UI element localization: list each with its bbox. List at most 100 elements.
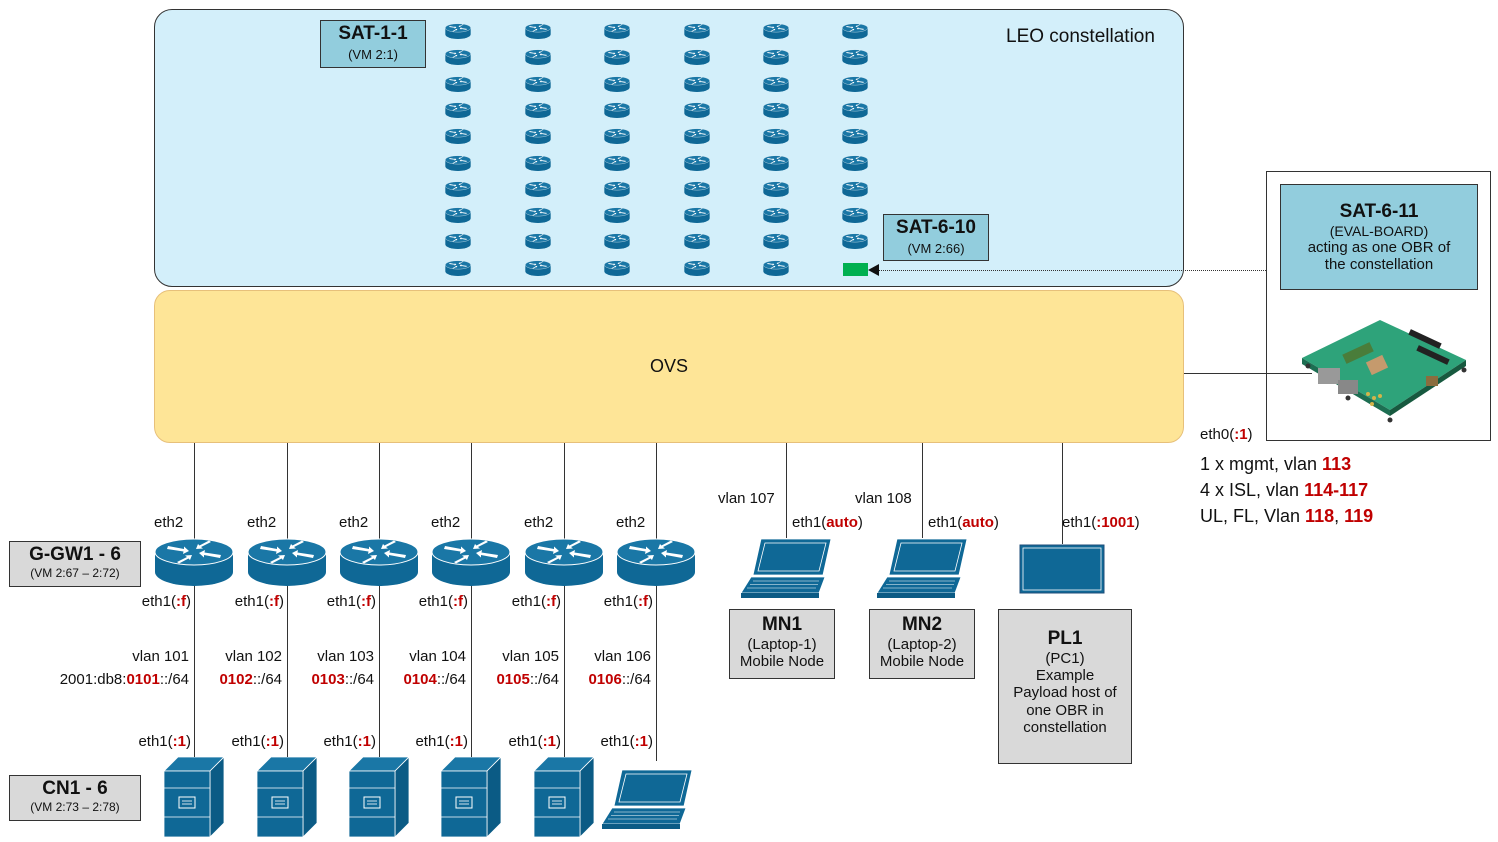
iface-value: :f <box>361 593 371 610</box>
sat-1-1-sub: (VM 2:1) <box>348 46 398 62</box>
satellite-router-icon <box>525 207 551 224</box>
sat-6-11-title: SAT-6-11 <box>1339 201 1419 222</box>
vlan-info-line: UL, FL, Vlan 118, 119 <box>1200 503 1373 529</box>
mn2-link <box>922 443 923 538</box>
mn2-desc: Mobile Node <box>879 653 965 671</box>
pl1-title: PL1 <box>1047 628 1083 649</box>
iface-prefix: eth1( <box>928 514 963 531</box>
ggw-eth1-label: eth1(:f) <box>235 593 284 610</box>
pl1-line: one OBR in <box>1026 701 1104 719</box>
satellite-router-icon <box>445 260 471 277</box>
ggw-group-sub: (VM 2:67 – 2:72) <box>30 565 120 580</box>
iface-prefix: eth1( <box>792 514 827 531</box>
pl1-link <box>1062 443 1063 544</box>
satellite-router-icon <box>604 233 630 250</box>
ggw-eth1-label: eth1(:f) <box>419 593 468 610</box>
iface-value: :1 <box>634 733 648 750</box>
sat-6-11-desc2: the constellation <box>1324 256 1434 274</box>
satellite-router-icon <box>763 23 789 40</box>
cn-group-sub: (VM 2:73 – 2:78) <box>30 799 120 814</box>
ggw-link <box>287 443 288 761</box>
ggw-link <box>194 443 195 761</box>
cn-group-box: CN1 - 6 (VM 2:73 – 2:78) <box>9 775 141 821</box>
satellite-router-icon <box>763 128 789 145</box>
ggw-eth1-label: eth1(:f) <box>327 593 376 610</box>
satellite-router-icon <box>842 76 868 93</box>
leo-constellation-area <box>154 9 1184 287</box>
satellite-router-icon <box>763 207 789 224</box>
iface-value: :1 <box>542 733 556 750</box>
satellite-router-icon <box>445 49 471 66</box>
iface-suffix: ) <box>1247 426 1253 443</box>
prefix-id: 0106 <box>588 671 622 688</box>
ggw-eth1-label: eth1(:f) <box>512 593 561 610</box>
ggw-eth2-label: eth2 <box>524 514 554 531</box>
cn-eth-label: eth1(:1) <box>138 733 191 750</box>
cn-server-icon <box>257 757 317 837</box>
cn-server-icon <box>534 757 594 837</box>
ggw-eth2-label: eth2 <box>431 514 461 531</box>
satellite-router-icon <box>604 155 630 172</box>
satellite-router-icon <box>604 23 630 40</box>
satellite-router-icon <box>763 233 789 250</box>
mn2-sub: (Laptop-2) <box>887 635 957 653</box>
eval-board-link-dotted <box>878 270 1266 271</box>
vlan-text: 4 x ISL, vlan <box>1200 480 1305 500</box>
iface-suffix: ) <box>648 593 653 610</box>
satellite-router-icon <box>842 207 868 224</box>
iface-value: :1 <box>449 733 463 750</box>
satellite-router-icon <box>445 102 471 119</box>
ggw-link <box>471 443 472 761</box>
cn-server-icon <box>164 757 224 837</box>
satellite-router-icon <box>842 181 868 198</box>
iface-prefix: eth1( <box>326 593 361 610</box>
satellite-router-icon <box>842 23 868 40</box>
satellite-router-icon <box>684 49 710 66</box>
iface-prefix: eth1( <box>603 593 638 610</box>
satellite-router-icon <box>842 102 868 119</box>
prefix-post: ::/64 <box>621 671 651 688</box>
iface-prefix: eth1( <box>323 733 358 750</box>
iface-suffix: ) <box>186 593 191 610</box>
iface-prefix: eth1( <box>231 733 266 750</box>
prefix-id: 0102 <box>219 671 253 688</box>
ggw-prefix-label: 2001:db8:0101::/64 <box>60 671 189 688</box>
cn-group-title: CN1 - 6 <box>42 778 108 799</box>
vlan-id: 118 <box>1305 506 1335 526</box>
satellite-router-icon <box>842 49 868 66</box>
pl1-sub: (PC1) <box>1045 649 1085 667</box>
iface-value: :1001 <box>1096 514 1135 531</box>
cn-eth-label: eth1(:1) <box>600 733 653 750</box>
eval-board-iface: eth0(:1) <box>1200 426 1253 443</box>
mn1-desc: Mobile Node <box>739 653 825 671</box>
satellite-router-icon <box>525 23 551 40</box>
pl1-monitor-icon <box>1019 544 1105 594</box>
satellite-router-icon <box>445 207 471 224</box>
cn-eth-label: eth1(:1) <box>323 733 376 750</box>
cn-server-icon <box>441 757 501 837</box>
iface-prefix: eth1( <box>600 733 635 750</box>
sat-6-11-box: SAT-6-11 (EVAL-BOARD) acting as one OBR … <box>1280 184 1478 290</box>
mn1-box: MN1 (Laptop-1) Mobile Node <box>729 609 835 679</box>
satellite-router-icon <box>684 233 710 250</box>
gateway-router-icon <box>247 538 327 588</box>
iface-prefix: eth1( <box>415 733 450 750</box>
ggw-prefix-label: 0103::/64 <box>311 671 374 688</box>
eval-board-image <box>1302 320 1467 423</box>
mn2-vlan: vlan 108 <box>855 490 912 507</box>
iface-suffix: ) <box>648 733 653 750</box>
iface-value: auto <box>826 514 858 531</box>
ggw-vlan-label: vlan 103 <box>317 648 374 665</box>
iface-suffix: ) <box>463 733 468 750</box>
prefix-pre: 2001:db8: <box>59 671 127 688</box>
mn1-link <box>786 443 787 538</box>
vlan-id: 119 <box>1344 506 1374 526</box>
satellite-router-icon <box>763 76 789 93</box>
gateway-router-icon <box>524 538 604 588</box>
satellite-router-icon <box>604 260 630 277</box>
satellite-router-icon <box>842 155 868 172</box>
mn1-sub: (Laptop-1) <box>747 635 817 653</box>
ggw-prefix-label: 0102::/64 <box>219 671 282 688</box>
ggw-vlan-label: vlan 105 <box>502 648 559 665</box>
